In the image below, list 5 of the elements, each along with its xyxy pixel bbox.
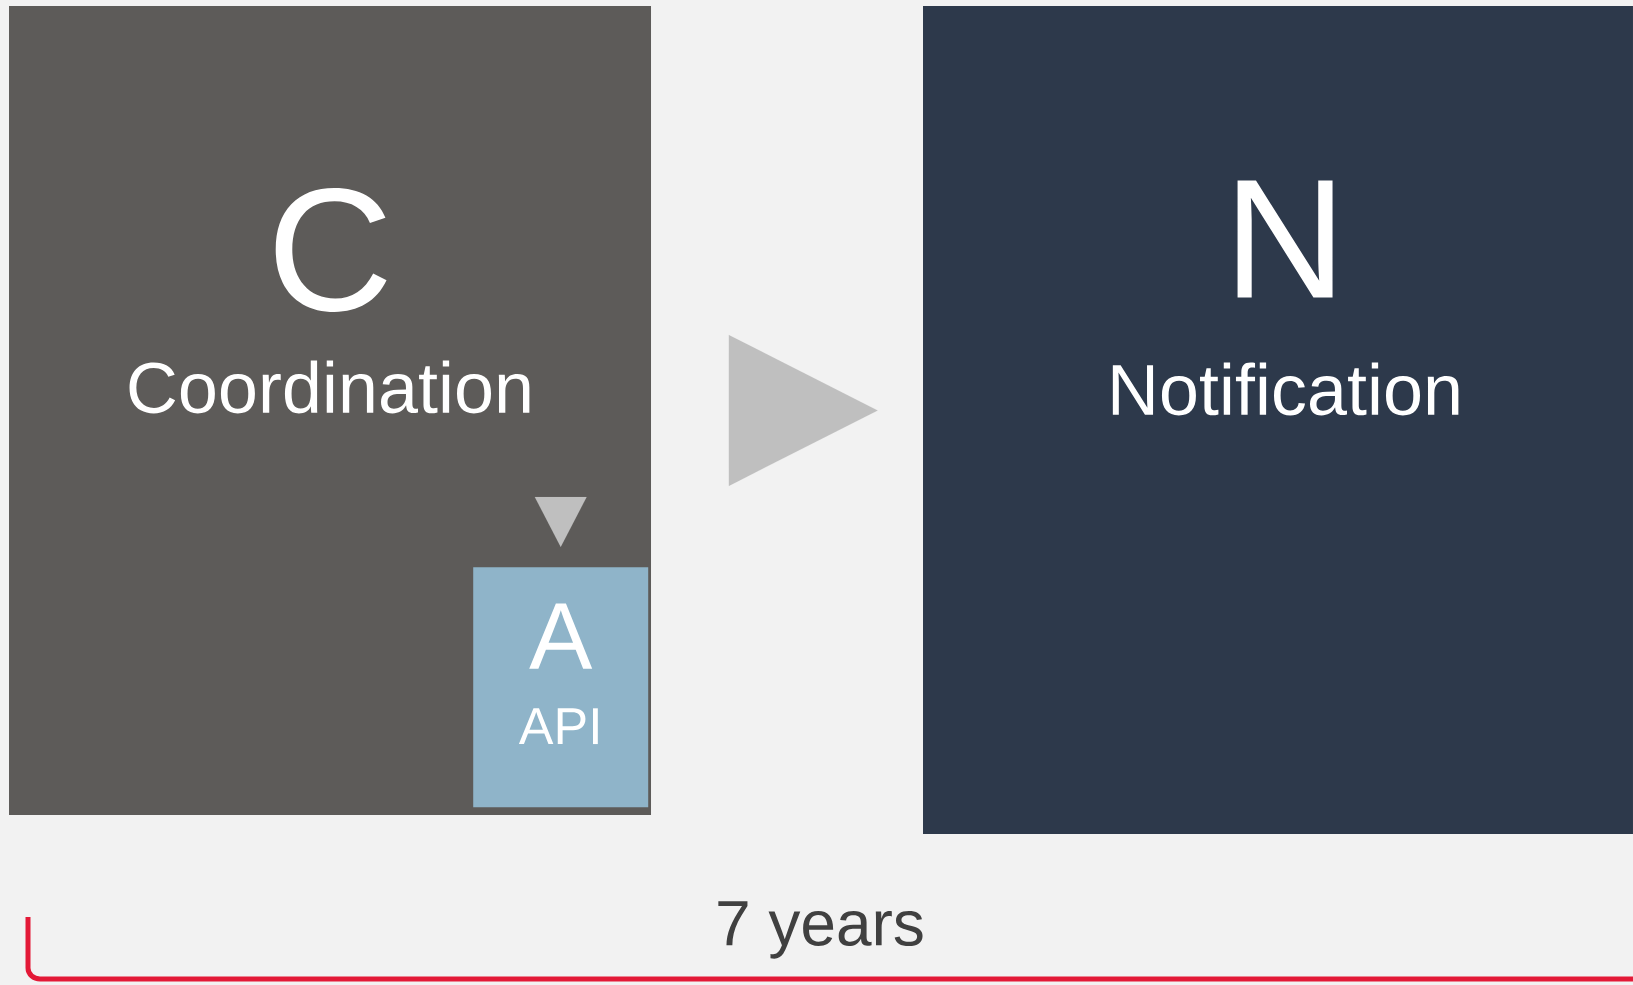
api-box: A API: [473, 567, 649, 808]
duration-label: 7 years: [718, 901, 923, 959]
arrow: [534, 497, 587, 547]
notification-box: N Notification: [923, 6, 1633, 834]
arrow: [728, 335, 878, 486]
